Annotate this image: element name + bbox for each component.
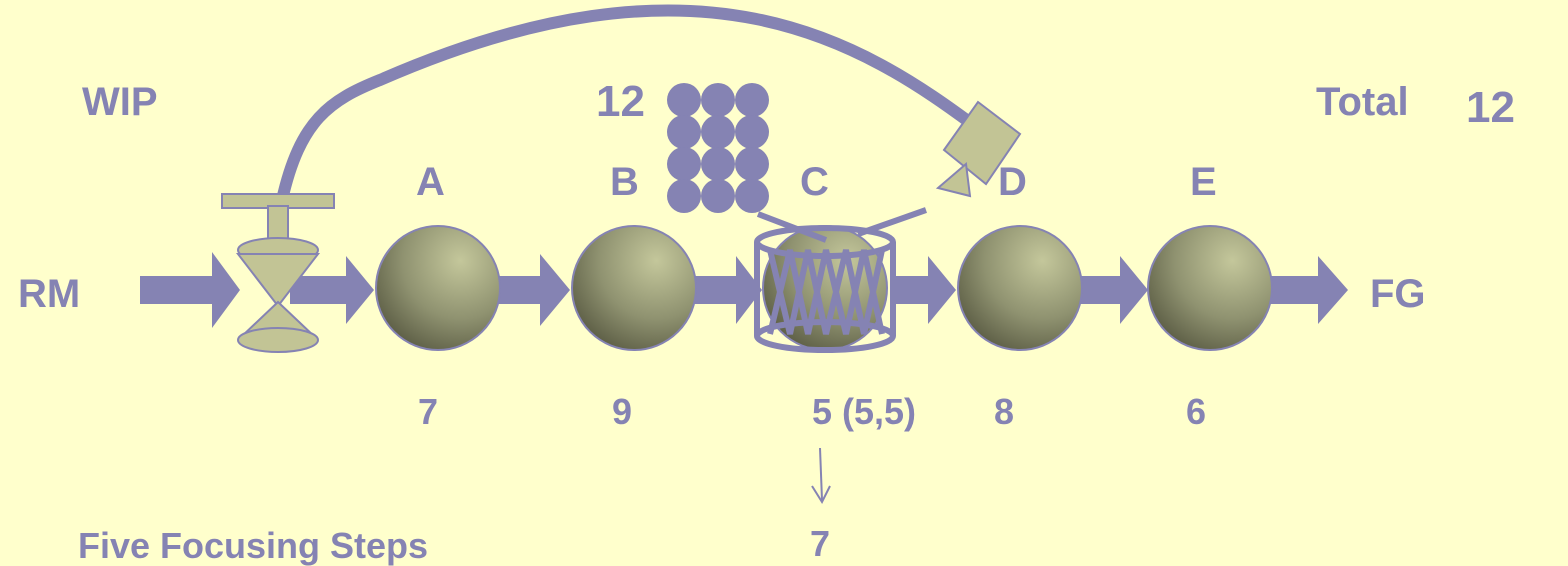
- wip-label: WIP: [82, 80, 158, 124]
- wip-count: 12: [596, 77, 645, 126]
- station-a-name: A: [416, 160, 445, 204]
- station-c-name: C: [800, 160, 829, 204]
- flow-arrows: [140, 252, 1348, 328]
- station-d-capacity: 8: [994, 391, 1015, 432]
- hourglass-valve-icon: [221, 193, 335, 353]
- wip-dot: [667, 147, 701, 181]
- flow-arrow-a-b: [496, 254, 570, 326]
- total-value: 12: [1466, 83, 1515, 132]
- wip-dot: [667, 83, 701, 117]
- wip-dot: [735, 147, 769, 181]
- wip-dot: [735, 83, 769, 117]
- station-a-capacity: 7: [418, 391, 439, 432]
- flow-arrow-fg: [1268, 256, 1348, 324]
- flow-arrow-c-d: [890, 256, 956, 324]
- flow-arrow-gate-a: [290, 256, 374, 324]
- station-e: [1147, 225, 1273, 351]
- flow-arrow-rm: [140, 252, 240, 328]
- rope-line: [276, 4, 986, 206]
- down-arrow-icon: [811, 447, 831, 505]
- wip-buffer: [667, 83, 769, 213]
- wip-dot: [735, 115, 769, 149]
- station-d-name: D: [998, 160, 1027, 204]
- station-a: [375, 225, 501, 351]
- wip-dot: [667, 115, 701, 149]
- wip-dot: [701, 179, 735, 213]
- station-b: [571, 225, 697, 351]
- wip-dot: [735, 179, 769, 213]
- fg-label: FG: [1370, 272, 1426, 316]
- drum-icon: [754, 207, 927, 353]
- wip-dot: [701, 115, 735, 149]
- flow-arrow-b-c: [690, 256, 762, 324]
- elevated-capacity-value: 7: [810, 523, 831, 564]
- wip-dot: [701, 83, 735, 117]
- rm-label: RM: [18, 272, 81, 316]
- flow-arrow-d-e: [1076, 256, 1148, 324]
- station-b-capacity: 9: [612, 391, 633, 432]
- total-label: Total: [1316, 80, 1409, 124]
- station-c-capacity: 5 (5,5): [812, 391, 917, 432]
- station-b-name: B: [610, 160, 639, 204]
- station-d: [957, 225, 1083, 351]
- station-e-capacity: 6: [1186, 391, 1207, 432]
- wip-dot: [667, 179, 701, 213]
- wip-dot: [701, 147, 735, 181]
- station-e-name: E: [1190, 160, 1217, 204]
- five-focusing-steps-label: Five Focusing Steps: [78, 525, 429, 566]
- hand-pointer-icon: [935, 100, 1022, 198]
